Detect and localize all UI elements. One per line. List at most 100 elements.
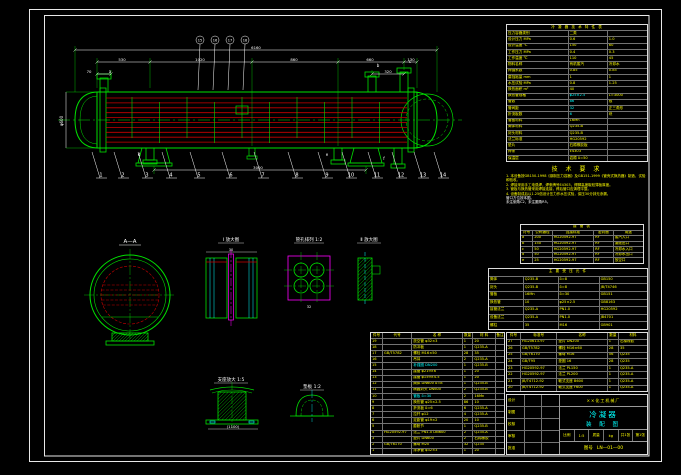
table-cell: 接管 φ219×6	[412, 369, 463, 375]
table-cell: HG20592-97	[553, 258, 595, 264]
table-cell: 蒸汽入口	[614, 236, 630, 240]
table-cell: 23	[507, 365, 521, 372]
table-cell: 件号	[371, 333, 383, 339]
table-cell: PN1.0	[559, 314, 600, 322]
table-cell: 20	[473, 369, 496, 375]
table-cell: δ=8	[559, 284, 600, 291]
table-cell: 110	[569, 56, 608, 62]
table-cell: 换热管	[489, 299, 524, 307]
table-cell: 垫片	[507, 143, 569, 149]
table-cell: Q235-A	[619, 372, 634, 377]
balloon-number: 3	[145, 173, 148, 179]
table-cell: 设备法兰	[489, 314, 524, 322]
detail-tube-layout: 管孔排列 1:2 32	[284, 236, 334, 309]
signature-cell: 批准	[507, 443, 525, 454]
info-cell: 共1张	[619, 430, 634, 441]
detail1-label: Ⅰ 放大图	[223, 236, 240, 243]
table-cell: 9	[371, 400, 383, 406]
table-cell: 32	[463, 442, 474, 448]
signature-grid: 设计制图校核审核批准	[507, 395, 560, 454]
info-cell: 1:5	[575, 430, 590, 441]
table-cell: 工作压力 MPa	[507, 49, 569, 56]
table-cell: 接管法兰	[489, 307, 524, 314]
table-cell: 冷 凝 器 技 术 特 性 表	[551, 25, 603, 29]
nozzle-a	[96, 73, 112, 93]
tube-bundle	[106, 97, 407, 143]
table-cell: Q235-A	[524, 307, 559, 314]
table-cell: 根	[608, 99, 613, 104]
table-cell: d	[521, 252, 534, 258]
table-cell: 补强圈 DN200	[412, 363, 463, 369]
table-cell: Q235-B	[569, 130, 608, 137]
table-cell: 2	[463, 357, 474, 363]
table-cell: 86	[463, 400, 474, 406]
table-cell: 6	[463, 406, 474, 412]
table-cell: 21	[507, 378, 521, 385]
table-cell: 冷却水出口	[614, 252, 633, 257]
table-cell: 1	[608, 339, 619, 346]
tubesheet-right	[407, 87, 415, 153]
table-cell: 25	[533, 258, 553, 264]
table-cell: 1	[608, 365, 619, 372]
table-cell: 压力容器类别	[507, 31, 569, 37]
table-cell: 螺母 M20	[412, 442, 463, 448]
table-cell: 封头	[489, 284, 524, 291]
note-line: 1. 本设备按GB150-1998《钢制压力容器》及GB151-1999《管壳式…	[506, 174, 646, 183]
table-cell: Q235	[473, 442, 496, 448]
table-cell: 膨胀节	[412, 424, 463, 430]
table-cell: 11	[371, 387, 383, 393]
detail-pad: 垫板 1:2	[290, 383, 334, 422]
table-cell: Q235-B	[473, 424, 496, 430]
table-cell: 名称	[557, 333, 608, 339]
table-cell: 19	[371, 339, 383, 345]
note-extra-line: 未注倒角C2，未注圆角R5。	[506, 200, 551, 205]
dim-text: 6160	[251, 45, 261, 50]
table-cell: 24	[507, 359, 521, 365]
table-cell: 16Mn	[524, 291, 559, 299]
table-cell: 焊缝系数	[507, 68, 569, 74]
table-cell: 0.8	[569, 81, 608, 87]
table-cell: JB4701	[600, 315, 614, 320]
table-cell: 45	[608, 56, 614, 60]
table-cell	[383, 412, 413, 418]
nozzle-b	[364, 71, 380, 93]
dim-text: 130	[407, 57, 415, 62]
table-cell: 26	[507, 346, 521, 352]
drawing-number-label: 图号	[583, 446, 593, 451]
table-cell: 12	[371, 381, 383, 387]
info-cell: 质量	[589, 430, 605, 441]
table-cell: 公称通径	[533, 230, 553, 236]
dim-text: 3000	[253, 165, 263, 170]
detail-saddle: 支座放大 1:5 (1100)	[205, 376, 259, 430]
table-cell: 10	[524, 299, 559, 307]
table-cell: 0.4	[569, 49, 608, 56]
nozzle-tag: c	[409, 59, 411, 64]
table-cell: 垫片 DN200	[557, 339, 608, 346]
balloon-number: 10	[348, 173, 354, 179]
table-cell: 接 管 表	[572, 225, 592, 229]
table-cell: 14	[371, 369, 383, 375]
table-cell: 法兰标准	[507, 137, 569, 143]
table-row: 冷 凝 器 技 术 特 性 表	[507, 25, 647, 30]
signature-cell	[525, 407, 543, 418]
table-cell: 筒体 DN600 δ=8	[412, 381, 463, 387]
table-cell: 管板 δ=30	[412, 393, 463, 400]
table-cell: HG20613-97	[521, 339, 558, 346]
drawing-number-value: LN—01—00	[596, 445, 624, 451]
table-cell: 设计温度 ℃	[507, 43, 569, 49]
table-cell: 块	[608, 112, 613, 116]
